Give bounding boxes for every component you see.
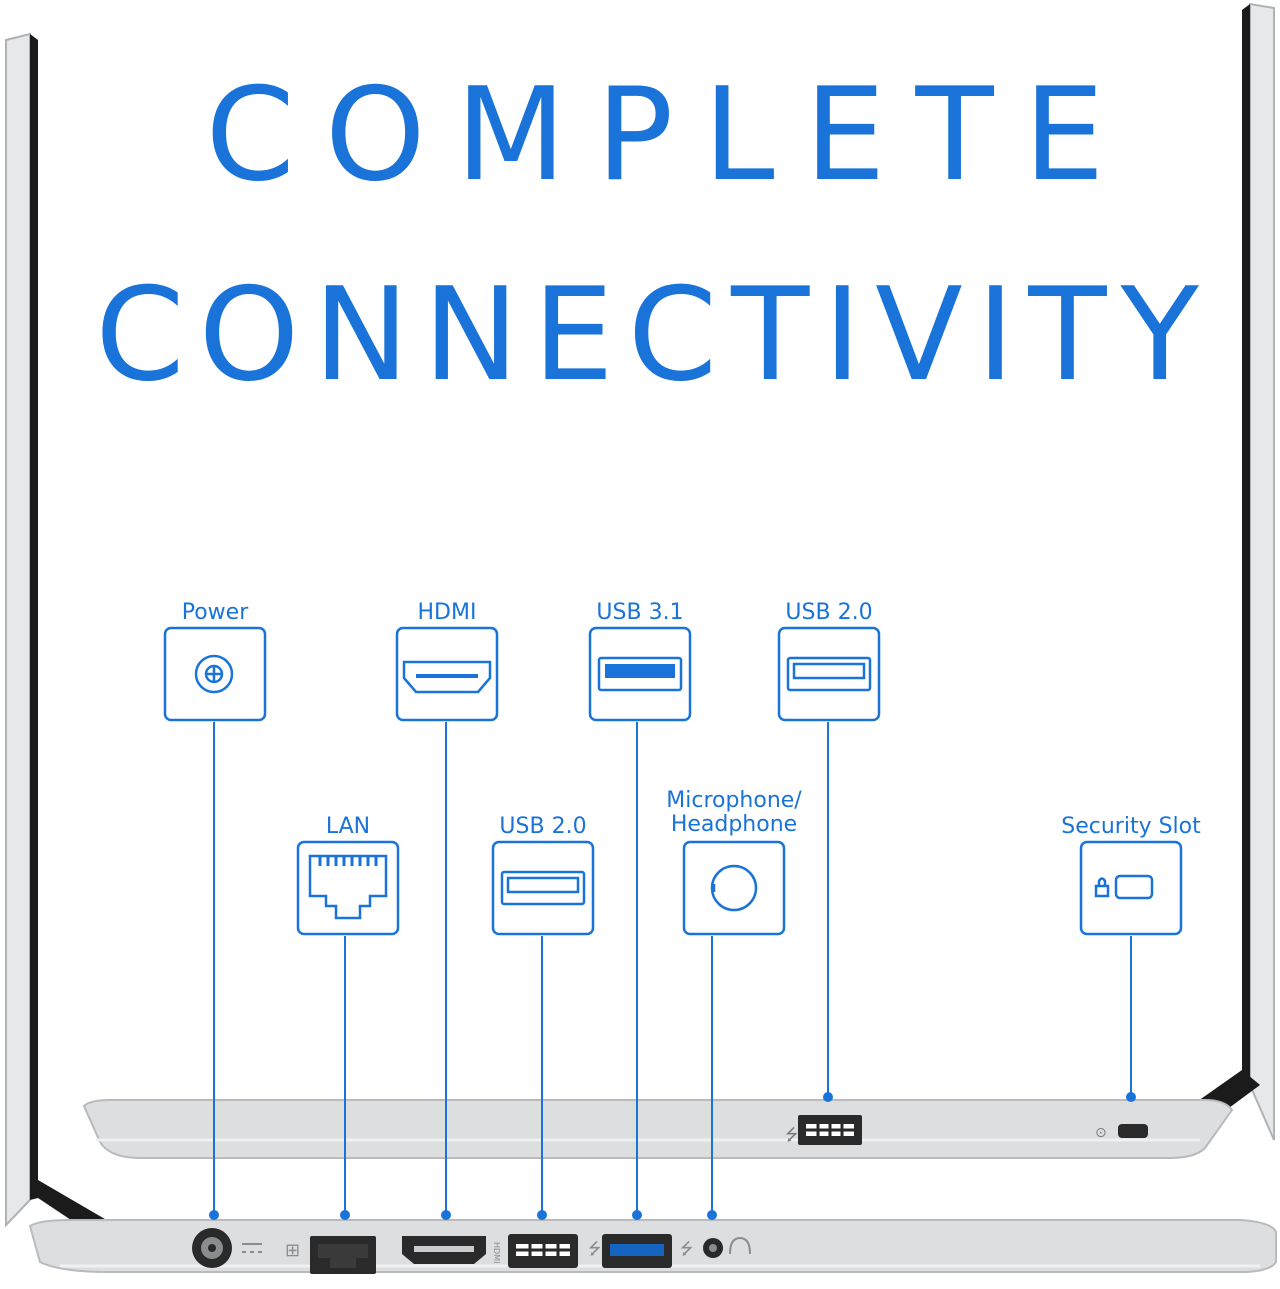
usb-glyph-icon: ⭍: [588, 1239, 601, 1258]
label-audio-line-1: Microphone/: [666, 788, 802, 813]
svg-text:HDMI: HDMI: [492, 1242, 501, 1263]
label-power: Power: [181, 600, 249, 625]
laptop-base-front: ⊞ HDMI ⭍ ⭍: [28, 1219, 1277, 1274]
label-hdmi: HDMI: [417, 600, 477, 625]
label-usb-2-0-left: USB 2.0: [499, 814, 587, 839]
laptop-screen-frame: [5, 2, 1275, 1228]
callout-lines: [209, 722, 1136, 1220]
lock-glyph-icon: ⊙: [1095, 1125, 1107, 1141]
label-audio-line-2: Headphone: [670, 812, 798, 837]
headline-line-1: COMPLETE: [205, 61, 1135, 210]
label-usb-2-0-top: USB 2.0: [785, 600, 873, 625]
usb-2-0-port-icon: [777, 626, 881, 722]
port-security-slot: [1118, 1124, 1148, 1138]
audio-jack-icon: [682, 840, 786, 936]
power-jack-icon: [163, 626, 267, 722]
label-usb-3-1: USB 3.1: [596, 600, 684, 625]
headline-line-2: CONNECTIVITY: [95, 261, 1213, 410]
network-glyph-icon: ⊞: [285, 1240, 300, 1261]
laptop-base-rear: ⭍ ⊙: [82, 1099, 1234, 1159]
usb-glyph-icon: ⭍: [680, 1239, 693, 1258]
usb-2-0-port-icon: [491, 840, 595, 936]
label-lan: LAN: [325, 814, 371, 839]
label-security-slot: Security Slot: [1061, 814, 1201, 839]
lock-slot-icon: [1079, 840, 1183, 936]
usb-glyph-icon: ⭍: [785, 1125, 798, 1144]
ethernet-port-icon: [296, 840, 400, 936]
hdmi-port-icon: [395, 626, 499, 722]
usb-3-1-port-icon: [588, 626, 692, 722]
